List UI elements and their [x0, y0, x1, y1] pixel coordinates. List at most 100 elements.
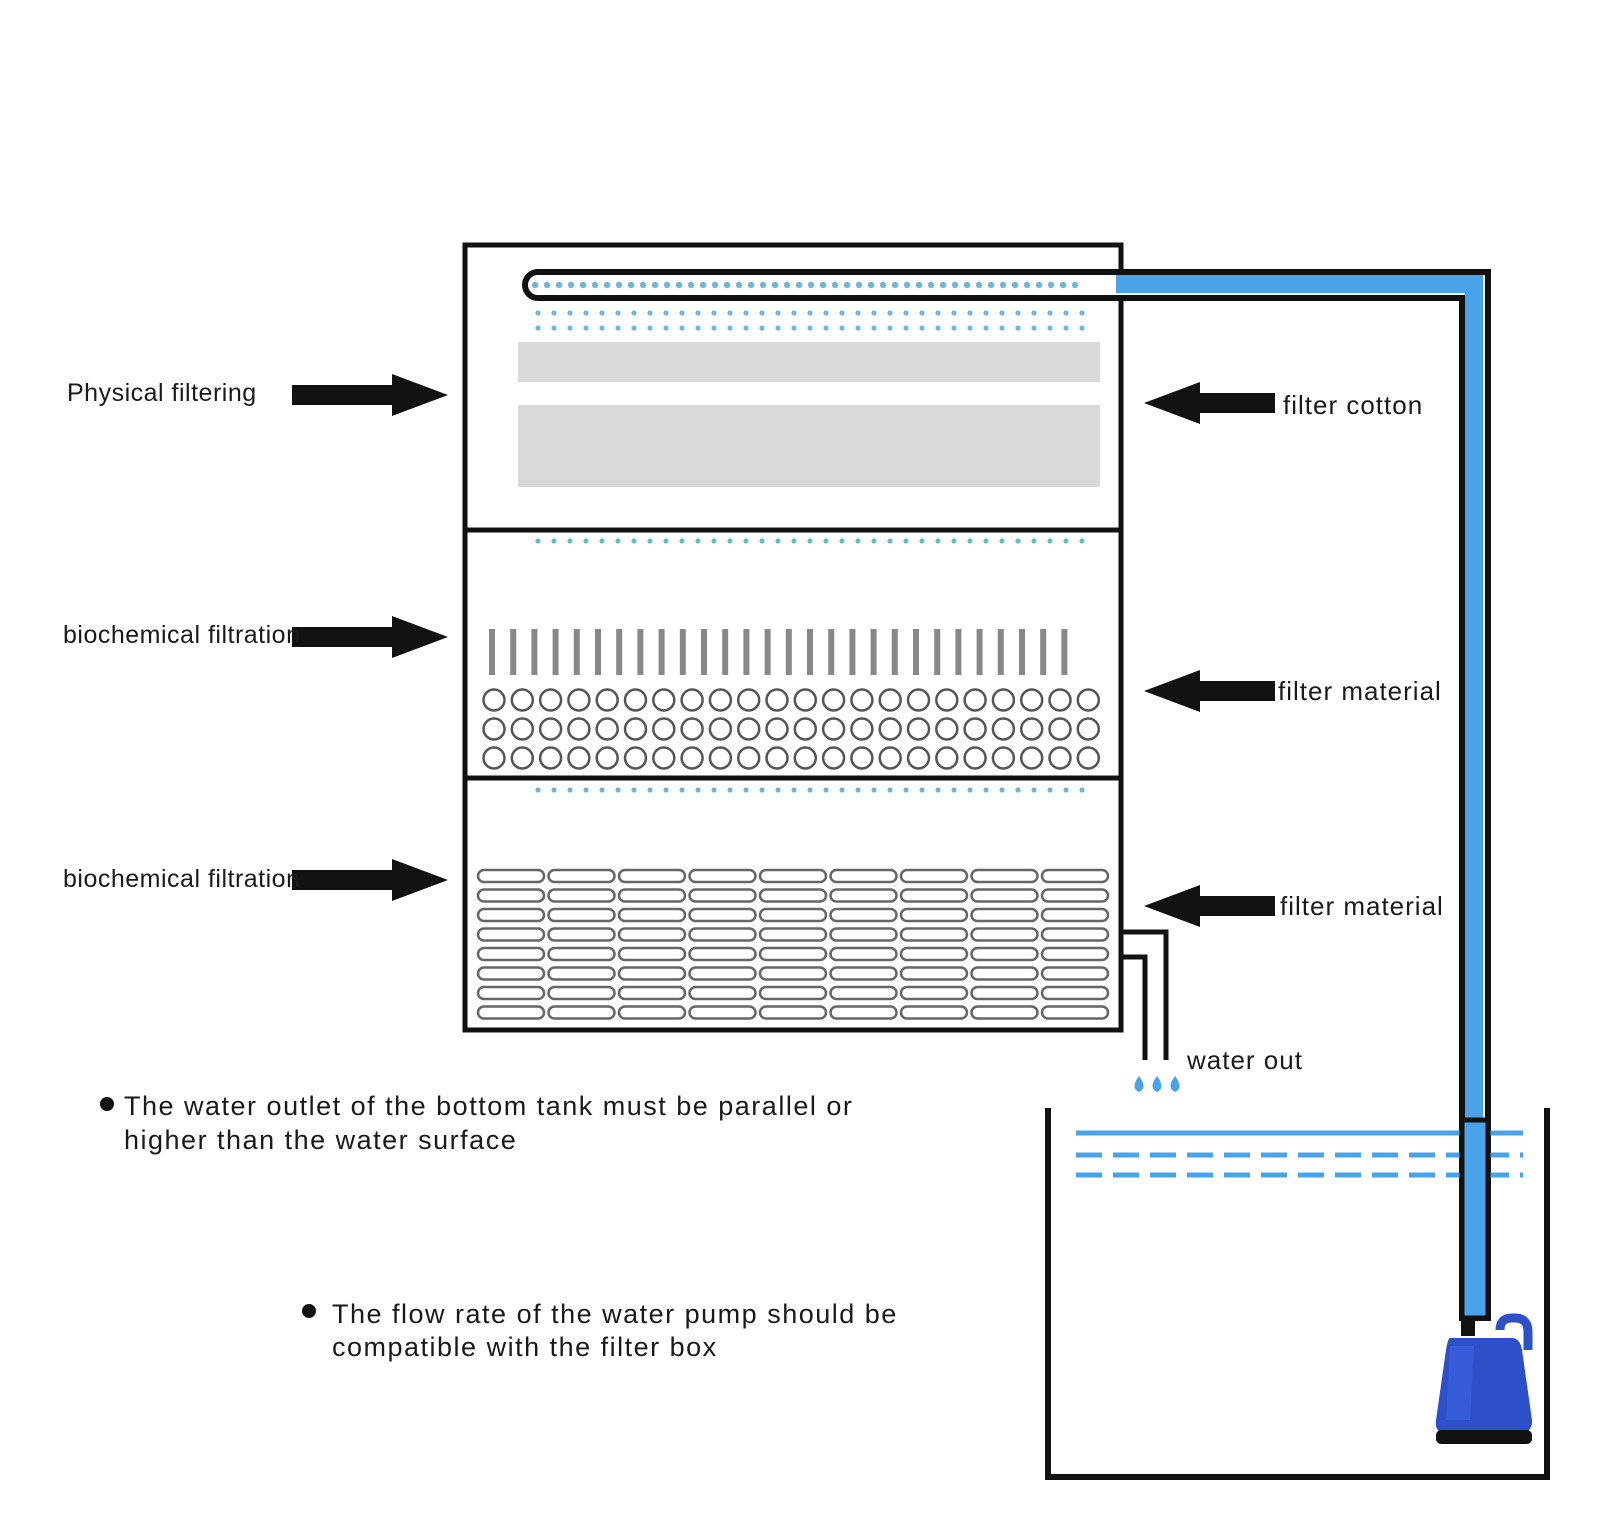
water-dot	[647, 325, 653, 331]
ceramic-ring	[567, 746, 591, 770]
bullet-icon	[100, 1097, 114, 1111]
water-dot	[967, 325, 973, 331]
water-dot	[695, 538, 701, 544]
water-dot	[663, 538, 669, 544]
bio-tube	[758, 1005, 828, 1020]
bio-tube	[899, 985, 969, 1001]
arrow-right-icon	[292, 616, 448, 658]
ceramic-ring	[482, 746, 506, 770]
ceramic-ring	[963, 717, 987, 741]
ceramic-ring	[482, 688, 506, 712]
outlet-pipe	[1121, 929, 1169, 1060]
water-dot	[903, 325, 909, 331]
water-dot	[687, 281, 695, 289]
water-dot	[983, 325, 989, 331]
bio-tube	[688, 888, 757, 903]
bio-bar	[849, 629, 856, 675]
bio-tube	[758, 966, 828, 981]
water-dot	[699, 281, 707, 289]
water-dot	[615, 281, 623, 289]
water-dot	[1015, 787, 1021, 793]
bio-tube	[547, 1005, 616, 1020]
water-dot	[855, 325, 861, 331]
bio-bar	[743, 629, 750, 675]
bio-tube	[758, 868, 828, 884]
bio-bar	[764, 629, 771, 675]
water-dot	[583, 538, 589, 544]
bio-bar	[955, 629, 962, 675]
bio-tube	[1040, 927, 1110, 942]
bio-tube	[970, 868, 1039, 884]
water-dot	[919, 538, 925, 544]
ceramic-ring	[878, 688, 902, 712]
water-dot	[775, 538, 781, 544]
water-dot	[735, 281, 743, 289]
water-dot	[839, 538, 845, 544]
water-dot	[807, 787, 813, 793]
water-dot	[951, 281, 959, 289]
ceramic-ring	[793, 746, 818, 770]
bio-tube	[688, 927, 757, 942]
water-dot	[999, 281, 1007, 289]
bio-tube	[970, 907, 1039, 923]
bio-tube	[617, 907, 687, 923]
water-dot	[791, 310, 797, 316]
water-dot	[1015, 310, 1021, 316]
ceramic-ring	[567, 688, 591, 712]
arrow-left-icon	[1144, 670, 1275, 712]
water-dot	[631, 787, 637, 793]
ceramic-ring	[652, 688, 676, 712]
water-dot	[631, 310, 637, 316]
water-dot	[579, 281, 587, 289]
water-dot	[855, 310, 861, 316]
water-dot	[615, 310, 621, 316]
ceramic-ring	[623, 688, 648, 712]
ceramic-ring	[1076, 717, 1101, 741]
arrow-right-icon	[292, 859, 448, 901]
water-dot	[1031, 325, 1037, 331]
water-dot	[743, 310, 749, 316]
spray-bar-holes	[531, 281, 1079, 289]
bio-tube	[617, 946, 687, 962]
ceramic-ring	[765, 717, 789, 741]
bio-tube	[688, 1005, 757, 1020]
water-dot	[679, 538, 685, 544]
water-dot	[747, 281, 755, 289]
aquarium-tank	[1045, 1108, 1550, 1480]
water-dot	[711, 787, 717, 793]
bio-tube	[476, 868, 546, 884]
water-dot	[727, 538, 733, 544]
ceramic-ring	[935, 688, 959, 712]
ceramic-ring	[878, 746, 902, 770]
water-dot	[951, 538, 957, 544]
ceramic-ring	[991, 746, 1016, 770]
water-dot	[839, 325, 845, 331]
bio-tube	[899, 966, 969, 981]
water-dot	[535, 310, 541, 316]
water-dot	[1063, 787, 1069, 793]
ceramic-ring	[1048, 746, 1072, 770]
water-dot	[567, 787, 573, 793]
ceramic-ring	[906, 717, 931, 741]
bio-bar	[934, 629, 941, 675]
ceramic-ring	[1048, 717, 1072, 741]
water-pump-icon	[1435, 1313, 1533, 1444]
ceramic-ring	[595, 717, 619, 741]
water-dot	[695, 325, 701, 331]
water-dot	[915, 281, 923, 289]
water-dot	[1047, 310, 1053, 316]
water-dot	[583, 310, 589, 316]
water-dot	[759, 310, 765, 316]
bio-tube	[899, 1005, 969, 1020]
filter-box-frame	[462, 242, 1124, 1033]
note-outlet-line2: higher than the water surface	[124, 1125, 517, 1155]
water-dot	[551, 538, 557, 544]
bio-tube	[970, 927, 1039, 942]
ceramic-ring	[1019, 746, 1044, 770]
bio-tube	[829, 868, 898, 884]
water-dot	[903, 281, 911, 289]
bio-tube	[547, 946, 616, 962]
ceramic-ring	[935, 746, 959, 770]
water-dot	[823, 310, 829, 316]
bio-bar	[510, 629, 517, 675]
